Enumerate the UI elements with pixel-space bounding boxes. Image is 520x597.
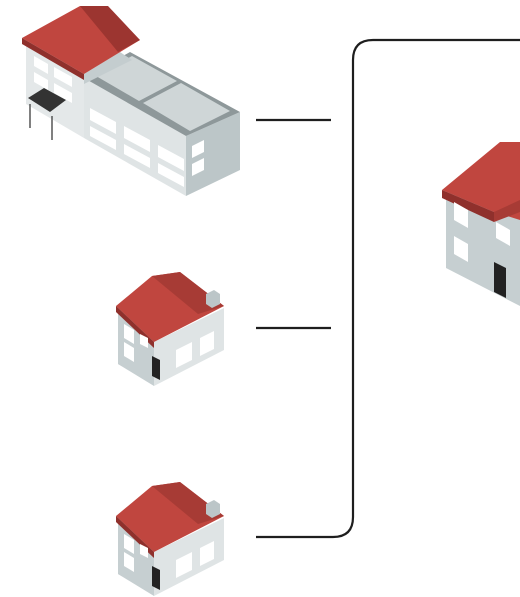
- target-house-icon: [442, 142, 520, 306]
- house-icon: [116, 482, 224, 596]
- connector-lines: [256, 40, 520, 537]
- bus-line: [256, 40, 520, 537]
- apartment-building-icon: [22, 6, 240, 196]
- house-icon: [116, 272, 224, 386]
